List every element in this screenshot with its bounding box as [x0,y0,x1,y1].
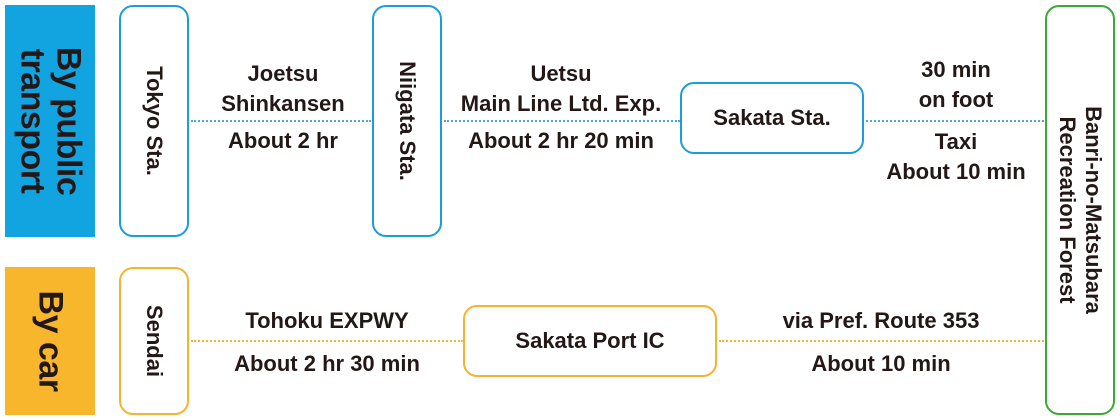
destination-label-line2: Recreation Forest [1055,116,1081,304]
pref-route-time-label: About 10 min [811,351,951,376]
sakata-port-ic-box: Sakata Port IC [463,305,717,377]
tohoku-expwy-label: Tohoku EXPWY [245,308,409,333]
niigata-station-box: Niigata Sta. [372,5,442,237]
joetsu-time-label: About 2 hr [228,128,338,153]
car-label: By car [31,290,69,392]
niigata-station-label: Niigata Sta. [395,61,420,181]
destination-box: Banri-no-Matsubara Recreation Forest [1045,5,1115,415]
sakata-station-box: Sakata Sta. [680,82,864,154]
car-connector-1 [191,340,463,342]
public-transport-band: By public transport [5,5,95,237]
on-foot-label: 30 min on foot [918,57,994,112]
sendai-label: Sendai [142,304,168,378]
pref-route-label: via Pref. Route 353 [782,308,980,333]
car-band: By car [5,267,95,415]
uetsu-time-label: About 2 hr 20 min [468,128,654,153]
tokyo-station-box: Tokyo Sta. [119,5,189,237]
destination-label-line1: Banri-no-Matsubara [1081,106,1107,314]
taxi-label: Taxi About 10 min [886,129,1026,184]
public-transport-label-line1: By public [49,46,87,196]
public-connector-1 [191,120,371,122]
tokyo-station-label: Tokyo Sta. [142,66,167,176]
sendai-box: Sendai [119,267,189,415]
public-connector-3 [866,120,1044,122]
joetsu-shinkansen-label: Joetsu Shinkansen [221,61,345,116]
public-transport-label-line2: transport [13,48,51,194]
tohoku-expwy-time-label: About 2 hr 30 min [234,351,420,376]
destination-label: Banri-no-Matsubara Recreation Forest [1054,106,1106,314]
uetsu-line-label: Uetsu Main Line Ltd. Exp. [460,61,662,116]
sakata-station-label: Sakata Sta. [713,105,831,130]
sakata-port-ic-label: Sakata Port IC [515,328,665,353]
public-connector-2 [444,120,680,122]
car-connector-2 [719,340,1044,342]
